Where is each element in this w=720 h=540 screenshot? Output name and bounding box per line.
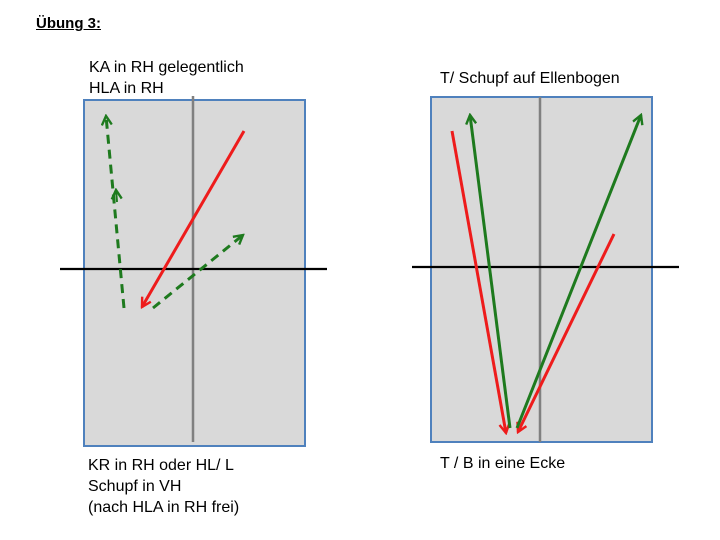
left-top-label-line-2: HLA in RH — [89, 80, 164, 97]
right-red-arrow-forehand — [518, 233, 616, 432]
left-green-mid-arrowhead — [116, 190, 117, 203]
right-bottom-label: T / B in eine Ecke — [440, 453, 565, 474]
right-table — [430, 96, 653, 443]
left-bottom-label-line-3: (nach HLA in RH frei) — [88, 499, 240, 516]
exercise-title: Übung 3: — [36, 15, 101, 32]
right-green-arrow-forehand — [515, 115, 641, 429]
left-bottom-label: KR in RH oder HL/ L Schupf in VH (nach H… — [88, 455, 239, 518]
left-green-dashed-arrow-forehand — [152, 235, 243, 310]
left-table — [83, 99, 306, 447]
left-bottom-label-line-2: Schupf in VH — [88, 478, 182, 495]
right-table-diagram — [412, 96, 679, 443]
right-top-label: T/ Schupf auf Ellenbogen — [440, 68, 620, 89]
left-top-label: KA in RH gelegentlich HLA in RH — [89, 57, 244, 99]
left-red-arrow — [140, 130, 246, 307]
right-red-arrow-backhand — [450, 130, 506, 433]
left-bottom-label-line-1: KR in RH oder HL/ L — [88, 457, 234, 474]
left-top-label-line-1: KA in RH gelegentlich — [89, 59, 244, 76]
left-table-diagram — [60, 96, 327, 447]
right-top-label-line-1: T/ Schupf auf Ellenbogen — [440, 70, 620, 87]
left-green-dashed-arrow-backhand — [106, 116, 126, 309]
right-bottom-label-line-1: T / B in eine Ecke — [440, 455, 566, 472]
right-green-arrow-backhand — [470, 115, 512, 429]
